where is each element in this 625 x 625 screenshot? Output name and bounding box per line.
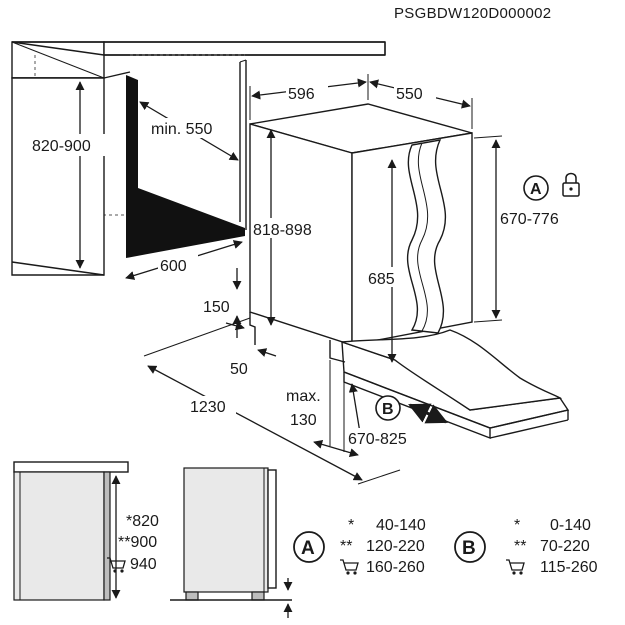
table-b-value-1: 0-140 (550, 517, 591, 534)
table-a: A * 40-140 ** 120-220 160-260 (293, 517, 426, 576)
appliance-depth-label: 550 (396, 86, 423, 103)
door-inner-height-label: 685 (368, 271, 395, 288)
table-a-value-3: 160-260 (366, 559, 425, 576)
max-label: max. (286, 388, 321, 405)
table-a-mark-1: * (348, 517, 354, 534)
niche-width-label: 600 (160, 258, 187, 275)
side-height-1: *820 (126, 513, 159, 530)
door-panel-height-label: 670-776 (500, 211, 559, 228)
side-view-worktop-unit (13, 461, 129, 601)
table-b-value-3: 115-260 (540, 559, 598, 576)
niche-height-label: 820-900 (32, 138, 91, 155)
marker-a-circle (523, 175, 549, 201)
total-depth-dimension (147, 365, 363, 481)
table-b: B * 0-140 ** 70-220 115-260 (454, 517, 598, 576)
door-opening-label: 670-825 (348, 431, 407, 448)
appliance-width-label: 596 (288, 86, 315, 103)
total-depth-label: 1230 (190, 399, 226, 416)
plinth-50-label: 50 (230, 361, 248, 378)
max-dimension (313, 439, 359, 458)
door-travel-arrow (408, 403, 448, 424)
table-a-marker-label: A (301, 538, 315, 559)
table-b-mark-1: * (514, 517, 520, 534)
basket-icon (505, 559, 525, 576)
marker-b-label: B (382, 401, 394, 418)
side-height-2: **900 (118, 534, 157, 551)
table-b-mark-2: ** (514, 538, 526, 555)
lock-icon (562, 172, 580, 197)
side-height-3: 940 (130, 556, 157, 573)
table-a-mark-2: ** (340, 538, 352, 555)
side-view-appliance (170, 467, 292, 601)
table-a-value-1: 40-140 (376, 517, 426, 534)
table-b-value-2: 70-220 (540, 538, 590, 555)
max-value: 130 (290, 412, 317, 429)
table-b-marker (454, 531, 486, 563)
min-depth-label: min. 550 (151, 121, 212, 138)
plinth-150-label: 150 (203, 299, 230, 316)
marker-a-label: A (530, 181, 542, 198)
document-code: PSGBDW120D000002 (394, 5, 551, 22)
basket-icon (339, 559, 359, 576)
table-a-value-2: 120-220 (366, 538, 425, 555)
table-a-marker (293, 531, 325, 563)
table-b-marker-label: B (462, 538, 476, 559)
appliance-height-label: 818-898 (253, 222, 312, 239)
marker-b-circle (375, 395, 401, 421)
